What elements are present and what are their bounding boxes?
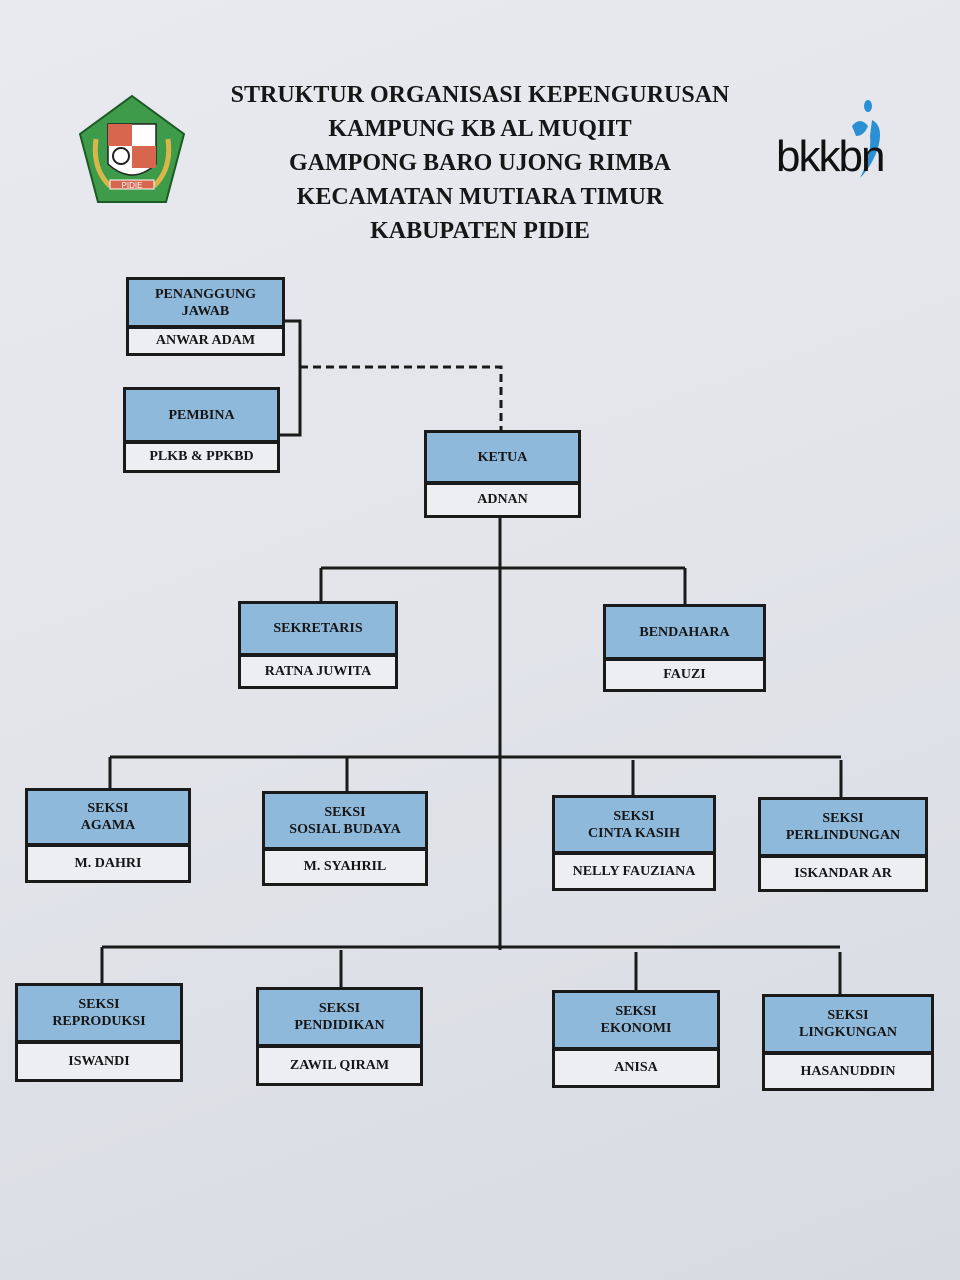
member-name: M. SYAHRIL <box>303 859 387 874</box>
org-box-seksi-ekonomi: SEKSI EKONOMI ANISA <box>552 990 720 1088</box>
org-box-ketua: KETUA ADNAN <box>424 430 581 518</box>
role-title-line: PENANGGUNG <box>154 286 257 302</box>
role-title-line: PENDIDIKAN <box>294 1018 385 1033</box>
member-name: M. DAHRI <box>74 855 142 871</box>
role-title: SEKSI REPRODUKSI <box>18 986 180 1044</box>
org-box-seksi-reproduksi: SEKSI REPRODUKSI ISWANDI <box>15 983 183 1082</box>
member-name: NELLY FAUZIANA <box>572 863 696 879</box>
pidie-regency-emblem: PIDIE <box>78 94 186 203</box>
org-box-pembina: PEMBINA PLKB & PPKBD <box>123 387 280 473</box>
role-title-line: SEKSI <box>324 804 366 820</box>
emblem-label: PIDIE <box>122 181 143 190</box>
member-name: RATNA JUWITA <box>264 663 372 679</box>
role-title-line: PEMBINA <box>168 407 235 423</box>
role-title-line: SEKSI <box>613 808 655 824</box>
role-title-line: SEKRETARIS <box>273 621 363 636</box>
member-name: ISWANDI <box>68 1053 130 1069</box>
role-title-line: SEKSI <box>827 1008 869 1023</box>
org-box-seksi-lingkungan: SEKSI LINGKUNGAN HASANUDDIN <box>762 994 934 1091</box>
role-title-line: BENDAHARA <box>639 624 730 640</box>
role-title: BENDAHARA <box>606 607 763 661</box>
role-title: SEKSI EKONOMI <box>555 993 717 1051</box>
role-title-line: SEKSI <box>318 1001 361 1016</box>
member-name: PLKB & PPKBD <box>149 449 254 464</box>
title-line: STRUKTUR ORGANISASI KEPENGURUSAN <box>230 82 730 108</box>
advisor-dashed-link <box>300 365 503 430</box>
member-name: HASANUDDIN <box>800 1063 896 1079</box>
role-title-line: AGAMA <box>80 818 136 833</box>
role-title-line: SEKSI <box>615 1004 657 1019</box>
org-box-seksi-pendidikan: SEKSI PENDIDIKAN ZAWIL QIRAM <box>256 987 423 1086</box>
role-title-line: EKONOMI <box>600 1021 672 1036</box>
role-title-line: SEKSI <box>822 811 864 826</box>
role-title: KETUA <box>427 433 578 485</box>
member-name: ANWAR ADAM <box>155 333 256 348</box>
title-line: KECAMATAN MUTIARA TIMUR <box>296 184 664 210</box>
chart-title: STRUKTUR ORGANISASI KEPENGURUSAN KAMPUNG… <box>180 78 780 248</box>
secretary-treasurer-branch <box>319 566 687 604</box>
role-title: PEMBINA <box>126 390 277 444</box>
member-name: ZAWIL QIRAM <box>289 1057 390 1073</box>
org-box-seksi-agama: SEKSI AGAMA M. DAHRI <box>25 788 191 883</box>
title-line: KABUPATEN PIDIE <box>370 218 590 244</box>
role-title: SEKRETARIS <box>241 604 395 657</box>
org-box-sekretaris: SEKRETARIS RATNA JUWITA <box>238 601 398 689</box>
role-title-line: PERLINDUNGAN <box>785 828 901 843</box>
bkkbn-logo: bkkbn <box>772 96 892 200</box>
role-title: SEKSI AGAMA <box>28 791 188 847</box>
advisor-bracket <box>280 319 302 437</box>
member-name: ADNAN <box>477 492 528 507</box>
title-line: KAMPUNG KB AL MUQIIT <box>328 116 632 142</box>
role-title-line: LINGKUNGAN <box>798 1025 897 1040</box>
role-title: SEKSI LINGKUNGAN <box>765 997 931 1055</box>
role-title-line: SEKSI <box>87 801 129 816</box>
title-line: GAMPONG BARO UJONG RIMBA <box>289 150 671 176</box>
section-row2-branch <box>100 945 842 994</box>
role-title-line: SOSIAL BUDAYA <box>289 821 401 837</box>
role-title-line: CINTA KASIH <box>588 825 680 841</box>
role-title-line: REPRODUKSI <box>52 1014 146 1029</box>
bkkbn-wordmark: bkkbn <box>776 132 885 181</box>
org-box-seksi-perlindungan: SEKSI PERLINDUNGAN ISKANDAR AR <box>758 797 928 892</box>
section-row1-branch <box>108 755 843 797</box>
member-name: FAUZI <box>663 667 706 682</box>
role-title-line: KETUA <box>477 449 528 465</box>
member-name: ISKANDAR AR <box>794 865 892 881</box>
role-title: SEKSI PERLINDUNGAN <box>761 800 925 858</box>
role-title: SEKSI PENDIDIKAN <box>259 990 420 1048</box>
role-title-line: JAWAB <box>181 303 230 319</box>
member-name: ANISA <box>614 1060 658 1075</box>
org-box-bendahara: BENDAHARA FAUZI <box>603 604 766 692</box>
role-title-line: SEKSI <box>78 997 120 1012</box>
